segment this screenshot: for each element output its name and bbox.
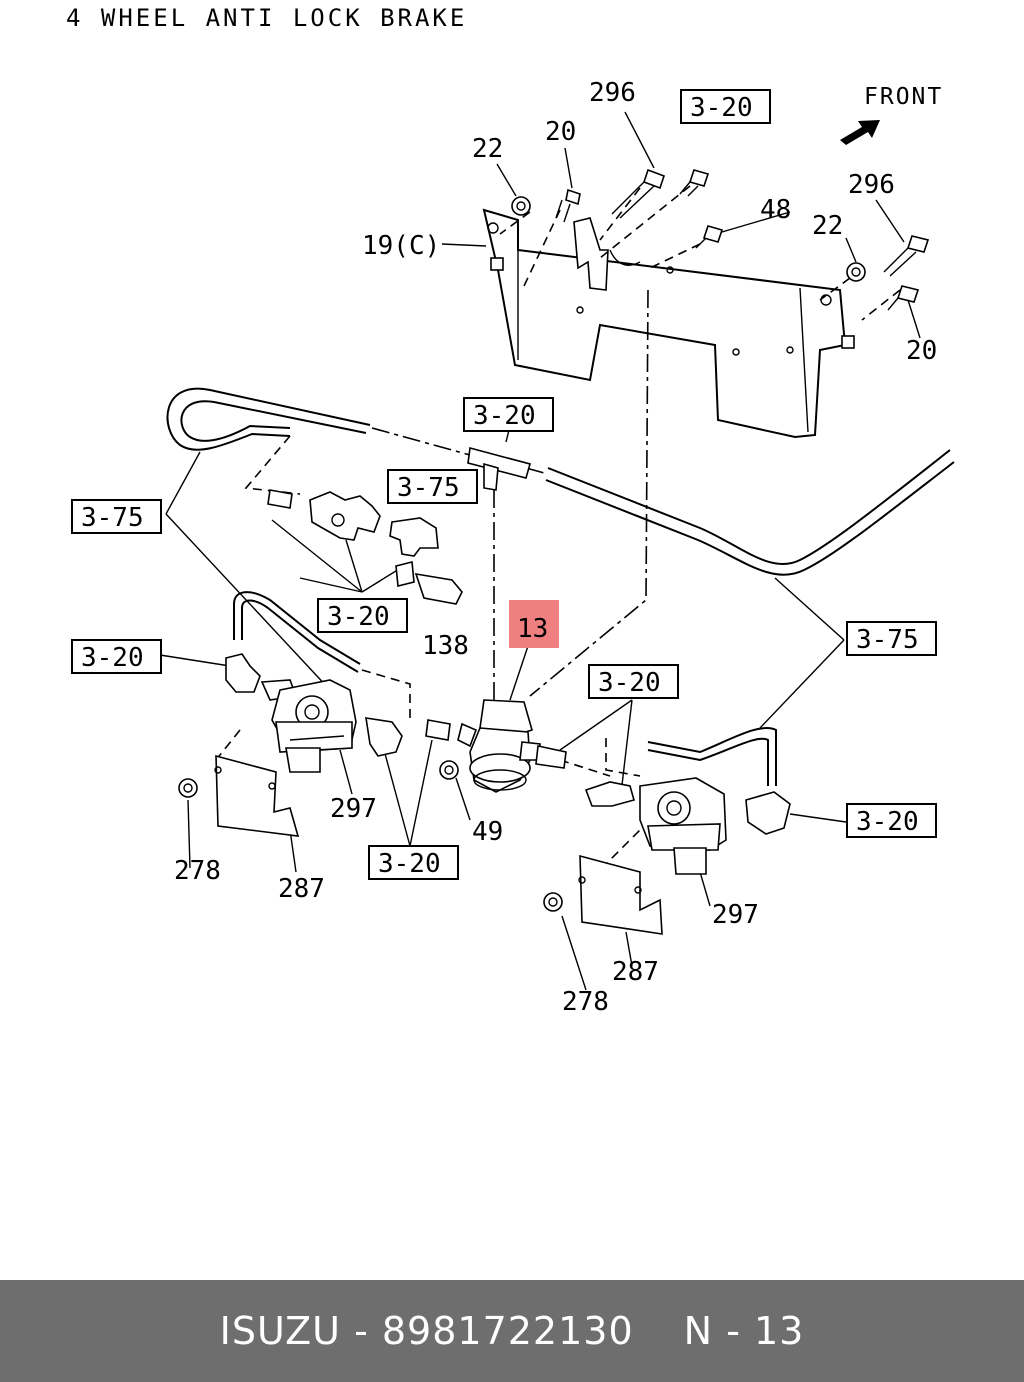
callout-49: 49 bbox=[472, 817, 503, 847]
callout-labels: 296 20 22 19(C) 48 296 22 20 13 138 49 2… bbox=[174, 78, 937, 1017]
front-arrow-icon bbox=[840, 120, 880, 145]
front-direction-indicator: FRONT bbox=[840, 84, 943, 145]
air-lines bbox=[166, 289, 955, 881]
parts-diagram: 4 WHEEL ANTI LOCK BRAKE FRONT bbox=[66, 4, 955, 1017]
ref-box: 3-20 bbox=[378, 849, 441, 879]
ref-box: 3-20 bbox=[598, 668, 661, 698]
ref-box: 3-20 bbox=[856, 807, 919, 837]
separator: - bbox=[726, 1309, 741, 1353]
ref-letter: N bbox=[683, 1309, 714, 1353]
separator: - bbox=[354, 1309, 369, 1353]
right-modulator-valve bbox=[543, 777, 791, 935]
callout-48: 48 bbox=[760, 195, 791, 225]
ref-number: 13 bbox=[754, 1309, 805, 1353]
leader-lines bbox=[159, 111, 921, 991]
callout-138: 138 bbox=[422, 631, 469, 661]
ref-box: 3-75 bbox=[856, 625, 919, 655]
mounting-bracket bbox=[482, 208, 855, 439]
callout-297: 297 bbox=[330, 794, 377, 824]
callout-296: 296 bbox=[589, 78, 636, 108]
fasteners-top bbox=[499, 168, 930, 321]
callout-278: 278 bbox=[562, 987, 609, 1017]
callout-22: 22 bbox=[812, 211, 843, 241]
callout-287: 287 bbox=[612, 957, 659, 987]
callout-20: 20 bbox=[906, 336, 937, 366]
callout-19c: 19(C) bbox=[362, 231, 440, 261]
left-modulator-valve bbox=[178, 653, 357, 837]
brand-name: ISUZU bbox=[219, 1309, 341, 1353]
callout-13: 13 bbox=[517, 614, 548, 644]
ref-box: 3-75 bbox=[81, 503, 144, 533]
ref-box: 3-20 bbox=[473, 401, 536, 431]
highlight-box bbox=[509, 600, 559, 648]
callout-297: 297 bbox=[712, 900, 759, 930]
part-number-banner: ISUZU - 8981722130 N - 13 bbox=[0, 1280, 1024, 1382]
part-number: 8981722130 bbox=[381, 1309, 634, 1353]
reference-boxes: 3-20 3-20 3-75 3-75 3-20 3-20 3-20 3-75 … bbox=[71, 89, 937, 880]
fittings-cluster bbox=[267, 489, 463, 605]
callout-296: 296 bbox=[848, 170, 895, 200]
diagram-title: 4 WHEEL ANTI LOCK BRAKE bbox=[66, 4, 467, 32]
ref-box: 3-20 bbox=[690, 93, 753, 123]
callout-278: 278 bbox=[174, 856, 221, 886]
ref-box: 3-75 bbox=[397, 473, 460, 503]
ref-box: 3-20 bbox=[327, 602, 390, 632]
callout-22: 22 bbox=[472, 134, 503, 164]
relay-valve bbox=[365, 699, 567, 793]
callout-287: 287 bbox=[278, 874, 325, 904]
front-label: FRONT bbox=[864, 84, 943, 110]
callout-20: 20 bbox=[545, 117, 576, 147]
ref-box: 3-20 bbox=[81, 643, 144, 673]
